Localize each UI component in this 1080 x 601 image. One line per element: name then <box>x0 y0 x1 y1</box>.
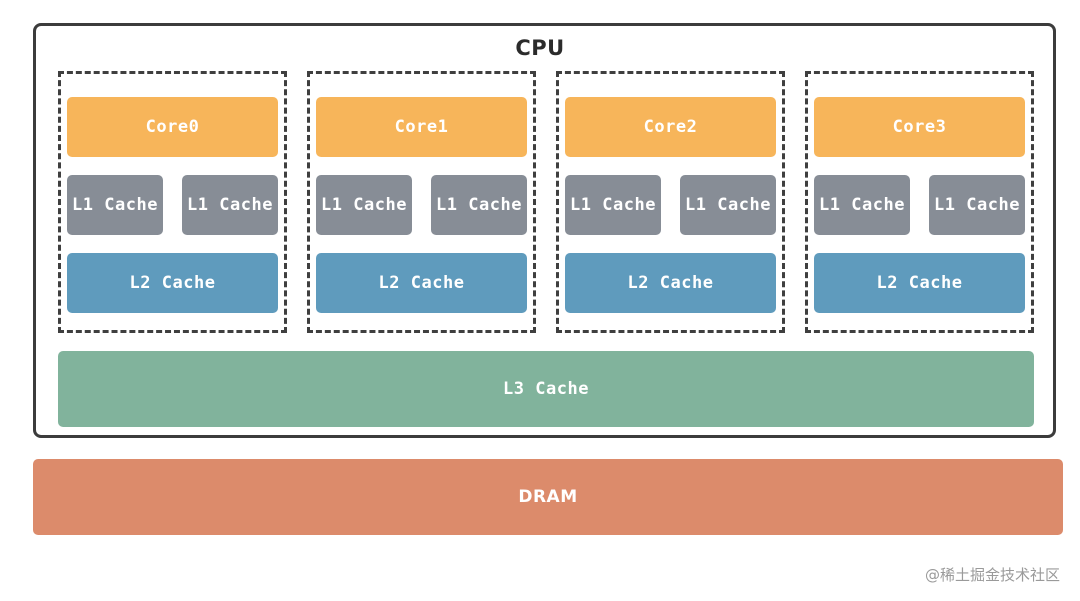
l1-cache-3-right: L1 Cache <box>929 175 1025 235</box>
dram: DRAM <box>33 459 1063 535</box>
l2-cache-1: L2 Cache <box>316 253 527 313</box>
l1-cache-2-left: L1 Cache <box>565 175 661 235</box>
core-2: Core2 <box>565 97 776 157</box>
core-group-1: Core1 L1 Cache L1 Cache L2 Cache <box>307 71 536 333</box>
core-3: Core3 <box>814 97 1025 157</box>
core-group-3: Core3 L1 Cache L1 Cache L2 Cache <box>805 71 1034 333</box>
watermark: @稀土掘金技术社区 <box>924 566 1060 584</box>
l3-cache: L3 Cache <box>58 351 1034 427</box>
l1-cache-1-right: L1 Cache <box>431 175 527 235</box>
core-group-0: Core0 L1 Cache L1 Cache L2 Cache <box>58 71 287 333</box>
l1-cache-2-right: L1 Cache <box>680 175 776 235</box>
core-0: Core0 <box>67 97 278 157</box>
l1-cache-0-right: L1 Cache <box>182 175 278 235</box>
core-1: Core1 <box>316 97 527 157</box>
l1-cache-3-left: L1 Cache <box>814 175 910 235</box>
l2-cache-0: L2 Cache <box>67 253 278 313</box>
l2-cache-3: L2 Cache <box>814 253 1025 313</box>
cpu-title: CPU <box>515 36 565 60</box>
l1-cache-0-left: L1 Cache <box>67 175 163 235</box>
l2-cache-2: L2 Cache <box>565 253 776 313</box>
l1-cache-1-left: L1 Cache <box>316 175 412 235</box>
core-group-2: Core2 L1 Cache L1 Cache L2 Cache <box>556 71 785 333</box>
